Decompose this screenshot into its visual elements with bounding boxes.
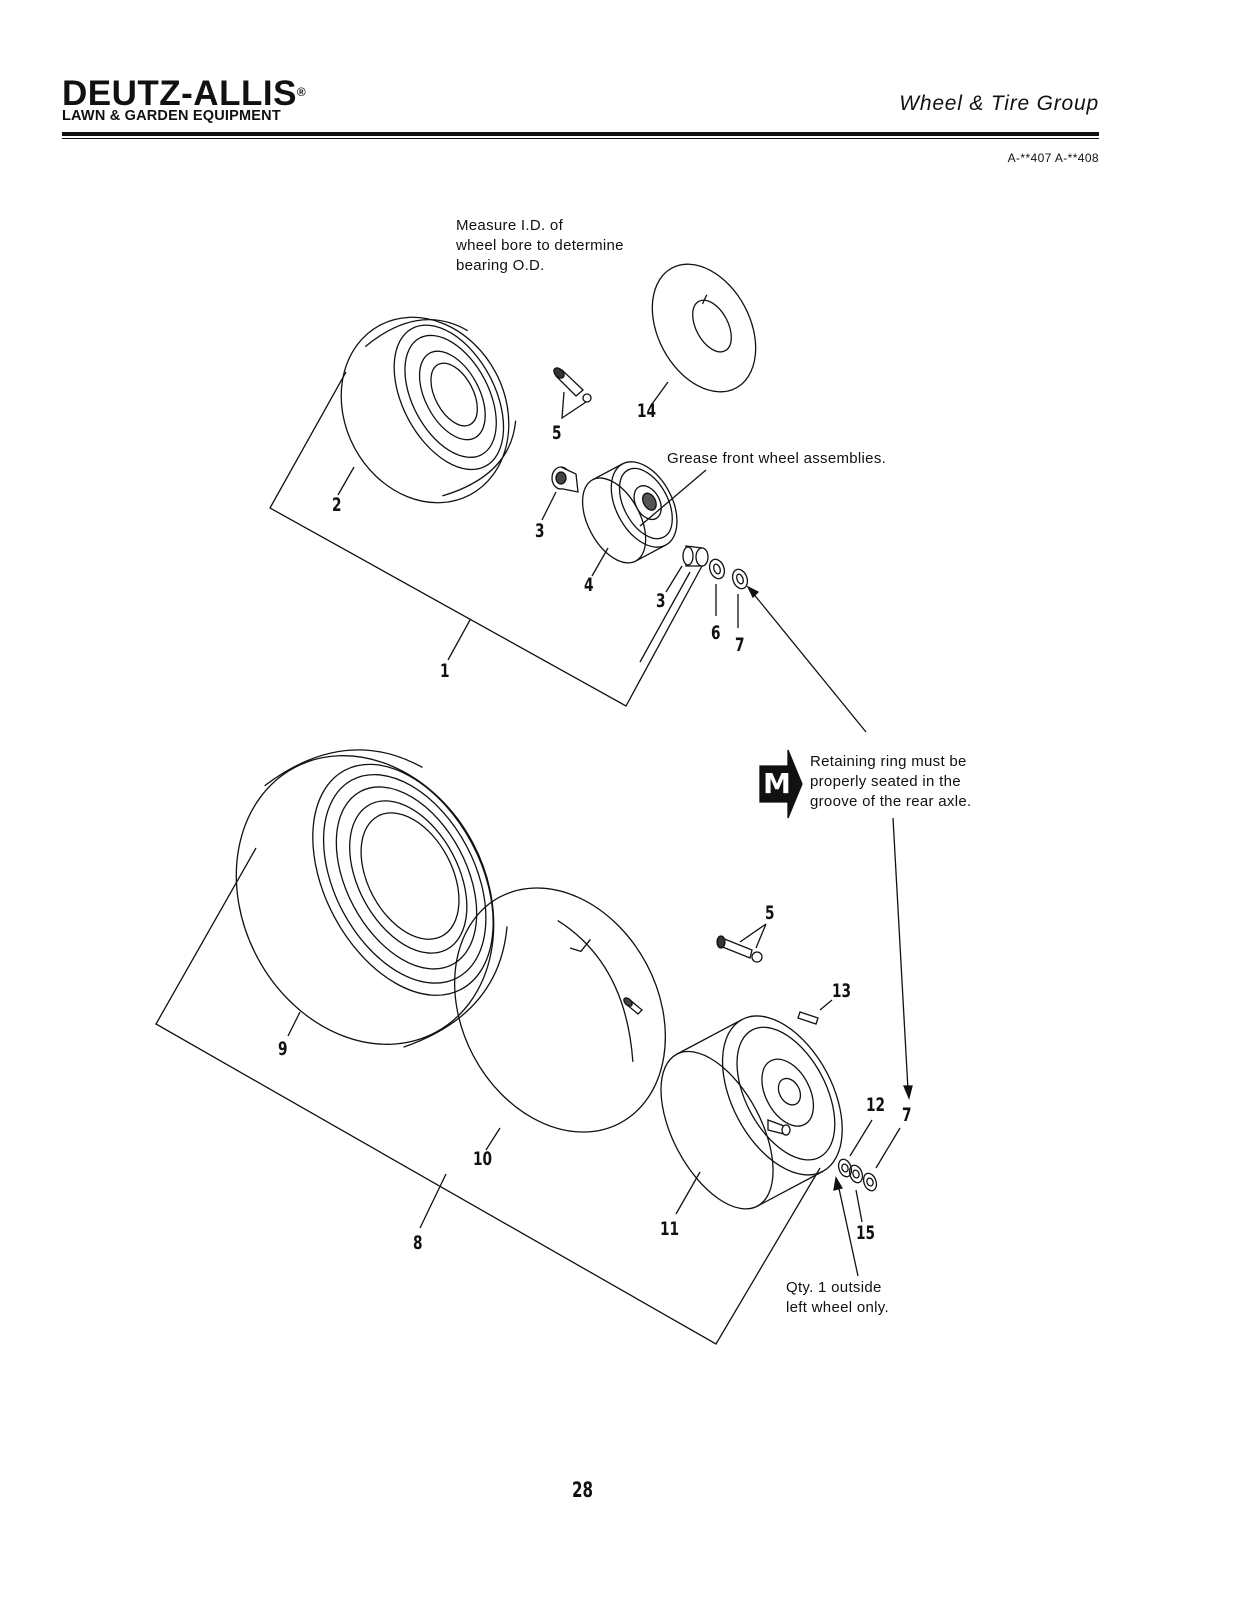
m-marker: [760, 750, 802, 818]
brand-logo: DEUTZ-ALLIS®: [62, 76, 307, 111]
callout-1: 1: [440, 660, 450, 682]
front-bushing-left-drawing: [542, 467, 578, 520]
leader-rear-rim: [676, 1172, 700, 1214]
rear-tube-valve: [622, 996, 642, 1014]
callout-9: 9: [278, 1038, 288, 1060]
note-retaining-ring: Retaining ring must be properly seated i…: [810, 753, 972, 810]
callout-3-left: 3: [535, 520, 545, 542]
callout-10: 10: [473, 1148, 493, 1170]
brand-subtitle: LAWN & GARDEN EQUIPMENT: [62, 108, 281, 124]
page-number: 28: [572, 1478, 594, 1502]
rear-tube-drawing: [413, 851, 706, 1169]
leader-front-rim: [592, 548, 608, 576]
registered-mark: ®: [296, 85, 307, 99]
callout-7-front: 7: [735, 634, 745, 656]
callout-8: 8: [413, 1232, 423, 1254]
callout-4: 4: [584, 574, 594, 596]
rear-assembly-bracket: [156, 848, 820, 1344]
callout-11: 11: [660, 1218, 680, 1240]
note-measure: Measure I.D. of wheel bore to determine …: [456, 217, 624, 274]
rear-spacer-drawing: [847, 1163, 864, 1222]
model-numbers: A-**407 A-**408: [1007, 151, 1099, 165]
front-bushing-right-drawing: [640, 546, 708, 662]
callout-13: 13: [832, 980, 852, 1002]
header-rule-thin: [62, 138, 1099, 139]
note-grease: Grease front wheel assemblies.: [667, 450, 887, 467]
front-rim-drawing: [570, 451, 691, 574]
callout-6: 6: [711, 622, 721, 644]
front-assembly-bracket: [270, 372, 702, 706]
callout-15: 15: [856, 1222, 876, 1244]
front-ring-drawing: [730, 567, 750, 628]
retaining-arrow-rear: [893, 818, 912, 1098]
leader-rear-tire: [288, 1012, 300, 1036]
m-marker-letter: M: [763, 767, 791, 800]
rear-ring-drawing: [861, 1128, 900, 1193]
leader-front-tire: [338, 467, 354, 495]
callout-12: 12: [866, 1094, 886, 1116]
qty-arrow: [834, 1178, 858, 1276]
leader-front-tube: [652, 382, 668, 404]
leader-grease: [640, 470, 706, 526]
callout-2: 2: [332, 494, 342, 516]
retaining-arrow-front: [748, 587, 866, 732]
note-qty: Qty. 1 outside left wheel only.: [786, 1279, 889, 1316]
front-valve-drawing: [552, 366, 591, 418]
section-title: Wheel & Tire Group: [899, 92, 1099, 115]
brand-name: DEUTZ-ALLIS: [62, 74, 297, 113]
rear-rim-drawing: [638, 996, 867, 1227]
leader-rear-tube: [486, 1128, 500, 1150]
callout-7-rear: 7: [902, 1104, 912, 1126]
callout-5-rear: 5: [765, 902, 775, 924]
callout-5-front: 5: [552, 422, 562, 444]
rear-tire-drawing: [186, 710, 543, 1091]
front-tire-drawing: [309, 288, 540, 533]
callout-3-right: 3: [656, 590, 666, 612]
rear-hub-shaft: [768, 1120, 790, 1135]
rear-key-drawing: [798, 1000, 832, 1024]
header-rule: [62, 132, 1099, 136]
rear-washer-drawing: [836, 1120, 872, 1179]
front-tube-drawing: [631, 246, 776, 409]
rear-valve-drawing: [717, 924, 766, 962]
callout-14: 14: [637, 400, 657, 422]
front-washer-drawing: [707, 557, 727, 616]
